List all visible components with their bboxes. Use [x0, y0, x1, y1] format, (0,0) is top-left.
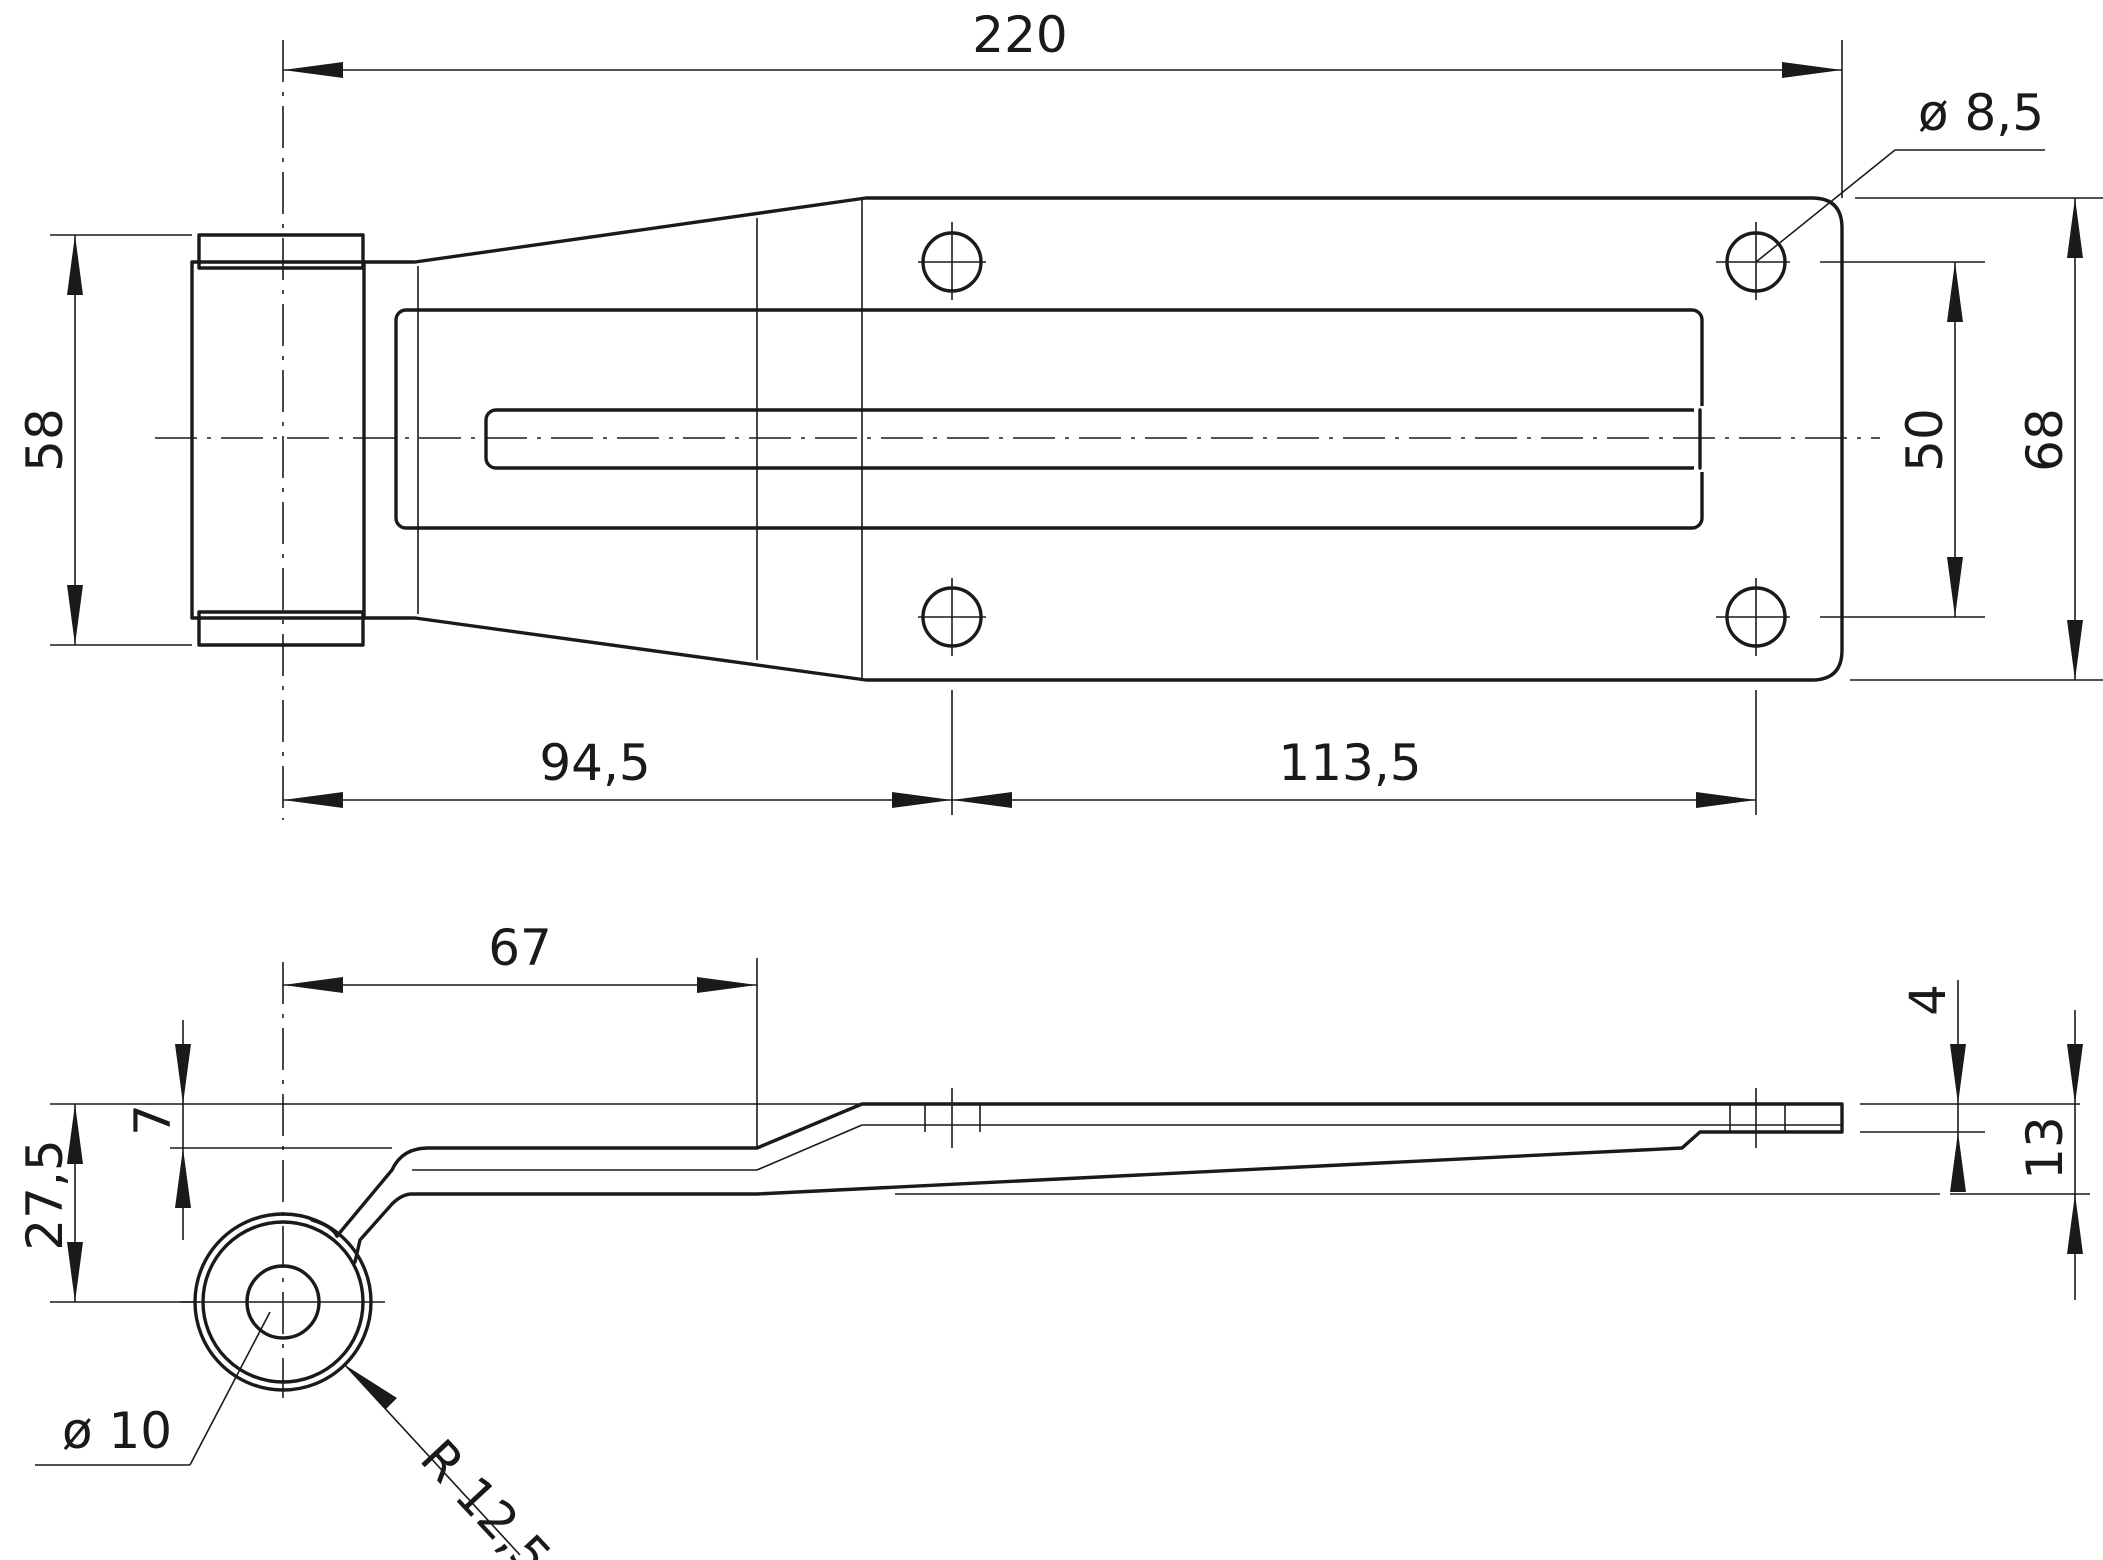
dim-hole-spacing-horizontal: 113,5: [1278, 734, 1421, 792]
dim-offset-length: 67: [488, 919, 552, 977]
dim-knuckle-length: 58: [16, 408, 74, 472]
dim-plate-width: 68: [2016, 408, 2074, 472]
dim-hole-spacing-vertical: 50: [1896, 408, 1954, 472]
dim-knuckle-radius: R 12,5: [409, 1429, 562, 1560]
outer-rib: [394, 308, 1704, 530]
side-view: 67 4 13 7 27,5 ø 10 R 12,5: [16, 919, 2090, 1560]
dim-hole-diameter: ø 8,5: [1918, 84, 2044, 142]
dim-taper-height: 13: [2016, 1116, 2074, 1180]
inner-rib: [484, 408, 1704, 470]
dim-pin-diameter: ø 10: [62, 1402, 172, 1460]
top-view: 220 ø 8,5 58 50 68 94,5 113,5: [16, 6, 2103, 820]
leaf-profile: [335, 1102, 1844, 1264]
barrel-joint: [310, 1218, 339, 1238]
dim-offset-rise: 7: [124, 1104, 182, 1136]
dim-pin-to-holes: 94,5: [539, 734, 650, 792]
knuckle-bottom-cap: [197, 610, 365, 647]
dim-plate-thickness: 4: [1899, 984, 1957, 1016]
leaf-outline: [362, 196, 1844, 682]
dim-pin-to-plate: 27,5: [16, 1139, 74, 1250]
knuckle-top-cap: [197, 233, 365, 270]
knuckle-barrel: [190, 260, 366, 620]
dim-overall-length: 220: [972, 6, 1067, 64]
